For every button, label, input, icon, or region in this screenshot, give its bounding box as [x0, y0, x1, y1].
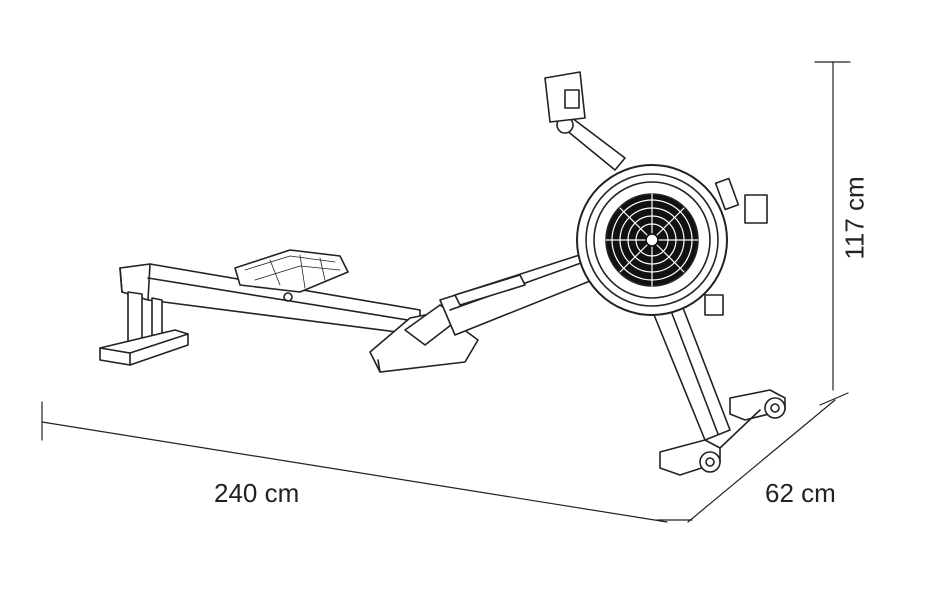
- rear-foot: [659, 389, 786, 476]
- front-foot: [99, 291, 189, 366]
- flywheel: [576, 164, 768, 316]
- support-leg: [649, 299, 731, 441]
- width-dimension-line: [687, 392, 849, 523]
- monitor: [544, 71, 626, 171]
- width-label: 62 cm: [765, 478, 836, 508]
- length-label: 240 cm: [214, 478, 300, 508]
- length-dimension-line: [41, 401, 693, 523]
- seat: [234, 249, 349, 302]
- height-label: 117 cm: [839, 176, 870, 260]
- height-dimension-line: [814, 61, 851, 391]
